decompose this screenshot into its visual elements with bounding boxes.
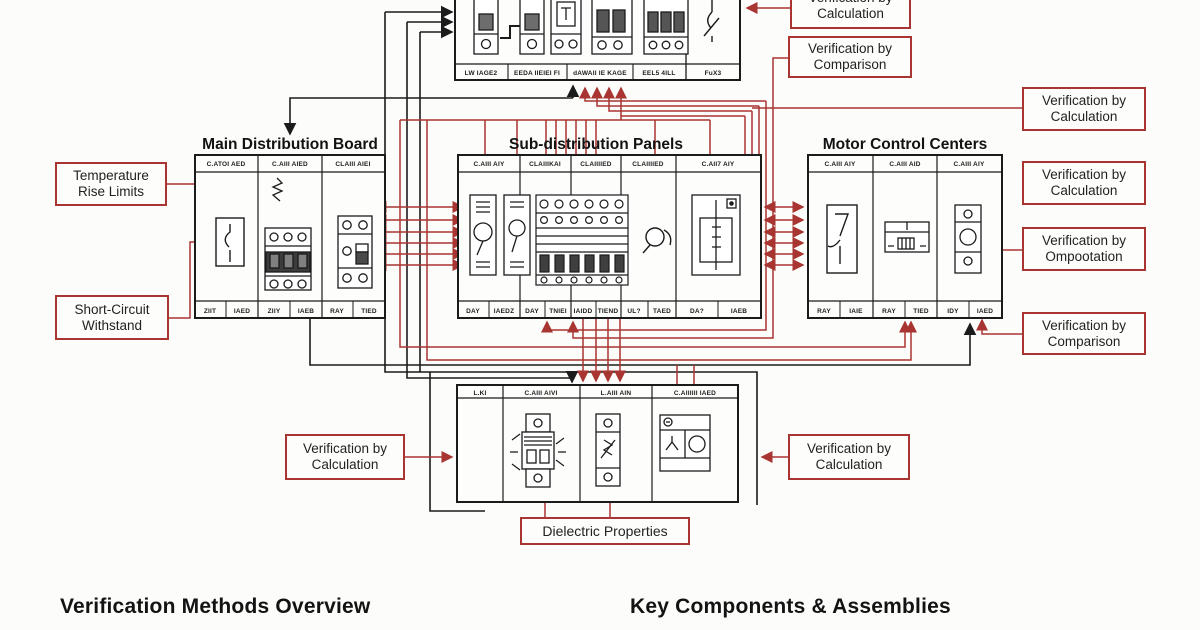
breaker-symbol bbox=[519, 0, 545, 55]
disconnect-switch-symbol bbox=[215, 217, 245, 267]
three-pole-breaker-symbol bbox=[643, 0, 689, 55]
cell-label: IAEDZ bbox=[494, 308, 515, 315]
cell-label: C.AIIIIII IAED bbox=[674, 390, 716, 397]
overload-relay-symbol bbox=[884, 221, 930, 253]
cell-label: CLAIIIIED bbox=[632, 161, 664, 168]
cell-label: DAY bbox=[525, 308, 539, 315]
motor-control-centers bbox=[807, 154, 1003, 319]
mdb-title: Main Distribution Board bbox=[202, 136, 378, 153]
cell-label: C.AIII AIY bbox=[953, 161, 984, 168]
callout-verification-comparison-right: Verification by Comparison bbox=[1022, 312, 1146, 355]
fuse-switch-symbol bbox=[469, 194, 497, 276]
cell-label: RAY bbox=[817, 308, 831, 315]
breaker-under-test-symbol bbox=[510, 413, 566, 488]
cell-label: TIEND bbox=[598, 308, 619, 315]
cell-label: IAIDD bbox=[574, 308, 593, 315]
cell-label: C.AIII AIED bbox=[272, 161, 308, 168]
cell-label: CLAIII AIEI bbox=[335, 161, 370, 168]
callout-verification-comparison-top: Verification by Comparison bbox=[788, 36, 912, 78]
cell-label: IAIE bbox=[849, 308, 863, 315]
cell-label: C.ATOI AED bbox=[207, 161, 246, 168]
cell-label: IAED bbox=[977, 308, 993, 315]
cell-label: C.AIII AIY bbox=[824, 161, 855, 168]
cell-label: DA? bbox=[690, 308, 704, 315]
fuse-squiggle-symbol bbox=[271, 177, 284, 202]
cell-label: C.AIII AIVI bbox=[524, 390, 557, 397]
cell-label: C.AIII AIY bbox=[473, 161, 504, 168]
cell-label: C.AII7 AIY bbox=[702, 161, 735, 168]
callout-short-circuit-withstand: Short-Circuit Withstand bbox=[55, 295, 169, 340]
callout-verification-ompootation-right: Verification by Ompootation bbox=[1022, 227, 1146, 271]
callout-verification-calculation-bottom-left: Verification by Calculation bbox=[285, 434, 405, 480]
pushbutton-unit-symbol bbox=[954, 204, 982, 274]
metered-breaker-symbol bbox=[550, 0, 582, 55]
cell-label: IAEB bbox=[298, 308, 314, 315]
multi-pole-breaker-symbol bbox=[535, 194, 629, 286]
cell-label: IAED bbox=[234, 308, 250, 315]
starter-motor-symbol bbox=[659, 414, 711, 472]
cell-label: C.AIII AID bbox=[889, 161, 920, 168]
cell-label: EEL5 4ILL bbox=[642, 70, 675, 77]
cell-label: TAED bbox=[653, 308, 671, 315]
breaker-symbol bbox=[473, 0, 499, 55]
test-assembly-panel bbox=[456, 384, 739, 503]
cell-label: TNIEI bbox=[549, 308, 567, 315]
heading-verification-methods-overview: Verification Methods Overview bbox=[60, 595, 371, 618]
cell-label: EEDA IIEIEI FI bbox=[514, 70, 560, 77]
cell-label: ZIIY bbox=[268, 308, 281, 315]
cell-label: dAWAII IE KAGE bbox=[573, 70, 627, 77]
callout-verification-calculation-right-2: Verification by Calculation bbox=[1022, 161, 1146, 205]
callout-verification-calculation-top: Verification by Calculation bbox=[790, 0, 911, 29]
cell-label: L.KI bbox=[473, 390, 486, 397]
current-transformer-symbol bbox=[642, 227, 672, 254]
cell-label: TIED bbox=[361, 308, 377, 315]
cell-label: IDY bbox=[947, 308, 959, 315]
mcc-title: Motor Control Centers bbox=[823, 136, 987, 153]
callout-temperature-rise-limits: Temperature Rise Limits bbox=[55, 162, 167, 206]
contactor-symbol bbox=[826, 204, 858, 274]
cell-label: LW IAGE2 bbox=[465, 70, 498, 77]
two-pole-device-symbol bbox=[337, 215, 373, 289]
busbar-assembly-symbol bbox=[691, 194, 741, 276]
callout-verification-calculation-bottom-right: Verification by Calculation bbox=[788, 434, 910, 480]
cell-label: UL? bbox=[627, 308, 640, 315]
three-pole-breaker-symbol bbox=[264, 227, 312, 291]
sub-title: Sub-distribution Panels bbox=[509, 136, 683, 153]
cell-label: TIED bbox=[913, 308, 929, 315]
cell-label: CLAIIIIED bbox=[580, 161, 612, 168]
cell-label: IAEB bbox=[731, 308, 747, 315]
cell-label: RAY bbox=[882, 308, 896, 315]
dielectric-test-symbol bbox=[595, 413, 621, 487]
cell-label: L.AIII AIN bbox=[601, 390, 632, 397]
two-pole-breaker-symbol bbox=[591, 0, 633, 55]
cell-label: RAY bbox=[330, 308, 344, 315]
fuse-switch-symbol bbox=[503, 194, 531, 276]
callout-dielectric-properties: Dielectric Properties bbox=[520, 517, 690, 545]
panel-cell-labels: LW IAGE2 EEDA IIEIEI FI dAWAII IE KAGE E… bbox=[204, 70, 993, 397]
main-distribution-board bbox=[194, 154, 386, 319]
heading-key-components-assemblies: Key Components & Assemblies bbox=[630, 595, 951, 618]
incoming-supply-panel bbox=[454, 0, 741, 81]
callout-verification-calculation-right-1: Verification by Calculation bbox=[1022, 87, 1146, 131]
cell-label: FuX3 bbox=[705, 70, 722, 77]
cell-label: ZIIT bbox=[204, 308, 216, 315]
sub-distribution-panels bbox=[457, 154, 762, 319]
cell-label: DAY bbox=[466, 308, 480, 315]
cell-label: CLAIIIKAI bbox=[529, 161, 561, 168]
contactor-symbol bbox=[703, 0, 720, 42]
